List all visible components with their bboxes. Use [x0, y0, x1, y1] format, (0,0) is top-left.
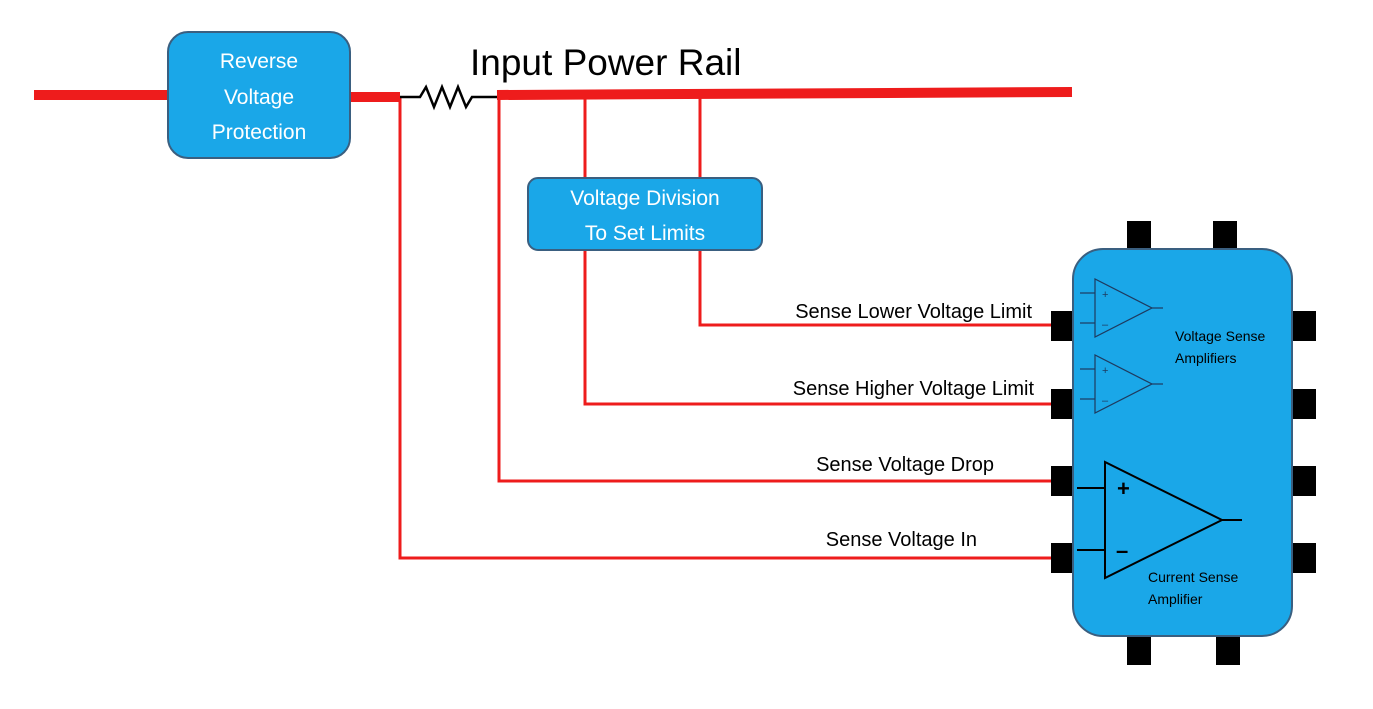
- wire-lower-limit: [698, 249, 1053, 327]
- chip-pin: [1290, 466, 1316, 496]
- chip-pin: [1213, 221, 1237, 251]
- voltage-op-amp-2-icon: + –: [1080, 354, 1163, 414]
- sense-wires: [398, 97, 1053, 560]
- current-amp-label-line1: Current Sense: [1148, 569, 1238, 585]
- sense-amplifier-chip: [1072, 248, 1293, 637]
- resistor-symbol: [400, 83, 497, 111]
- chip-pin: [1290, 311, 1316, 341]
- voltage-amps-label-line1: Voltage Sense: [1175, 328, 1266, 344]
- chip-pin: [1127, 221, 1151, 251]
- rvp-label-line1: Reverse: [220, 50, 298, 73]
- wire-higher-limit: [583, 249, 1053, 406]
- current-op-amp-icon: [1077, 460, 1242, 580]
- chip-pin: [1290, 389, 1316, 419]
- chip-pin: [1290, 543, 1316, 573]
- current-amp-label-line2: Amplifier: [1148, 591, 1203, 607]
- power-rail-wires: [34, 87, 1073, 102]
- vd-label-line1: Voltage Division: [570, 187, 719, 210]
- vd-label-line2: To Set Limits: [585, 222, 705, 245]
- svg-text:–: –: [1102, 395, 1109, 407]
- voltage-amps-label-line2: Amplifiers: [1175, 350, 1236, 366]
- rvp-label-line3: Protection: [212, 121, 307, 144]
- reverse-voltage-protection-block: Reverse Voltage Protection: [167, 31, 351, 159]
- op-amp-plus-sign: +: [1117, 476, 1130, 501]
- svg-text:+: +: [1102, 289, 1108, 301]
- chip-pin: [1216, 635, 1240, 665]
- svg-text:+: +: [1102, 365, 1108, 377]
- voltage-division-block: Voltage Division To Set Limits: [527, 177, 763, 251]
- rvp-label-line2: Voltage: [224, 86, 294, 109]
- svg-text:–: –: [1102, 319, 1109, 331]
- voltage-op-amp-1-icon: + –: [1080, 278, 1163, 338]
- label-voltage-in: Sense Voltage In: [826, 529, 977, 551]
- chip-pin: [1127, 635, 1151, 665]
- diagram-title: Input Power Rail: [470, 42, 741, 83]
- input-power-rail: [496, 87, 1073, 100]
- wire-voltage-in: [398, 97, 1053, 560]
- label-lower-limit: Sense Lower Voltage Limit: [795, 301, 1032, 323]
- wire-voltage-drop: [497, 97, 1053, 483]
- op-amp-minus-sign: –: [1116, 538, 1128, 563]
- label-higher-limit: Sense Higher Voltage Limit: [793, 378, 1035, 400]
- label-voltage-drop: Sense Voltage Drop: [816, 454, 994, 476]
